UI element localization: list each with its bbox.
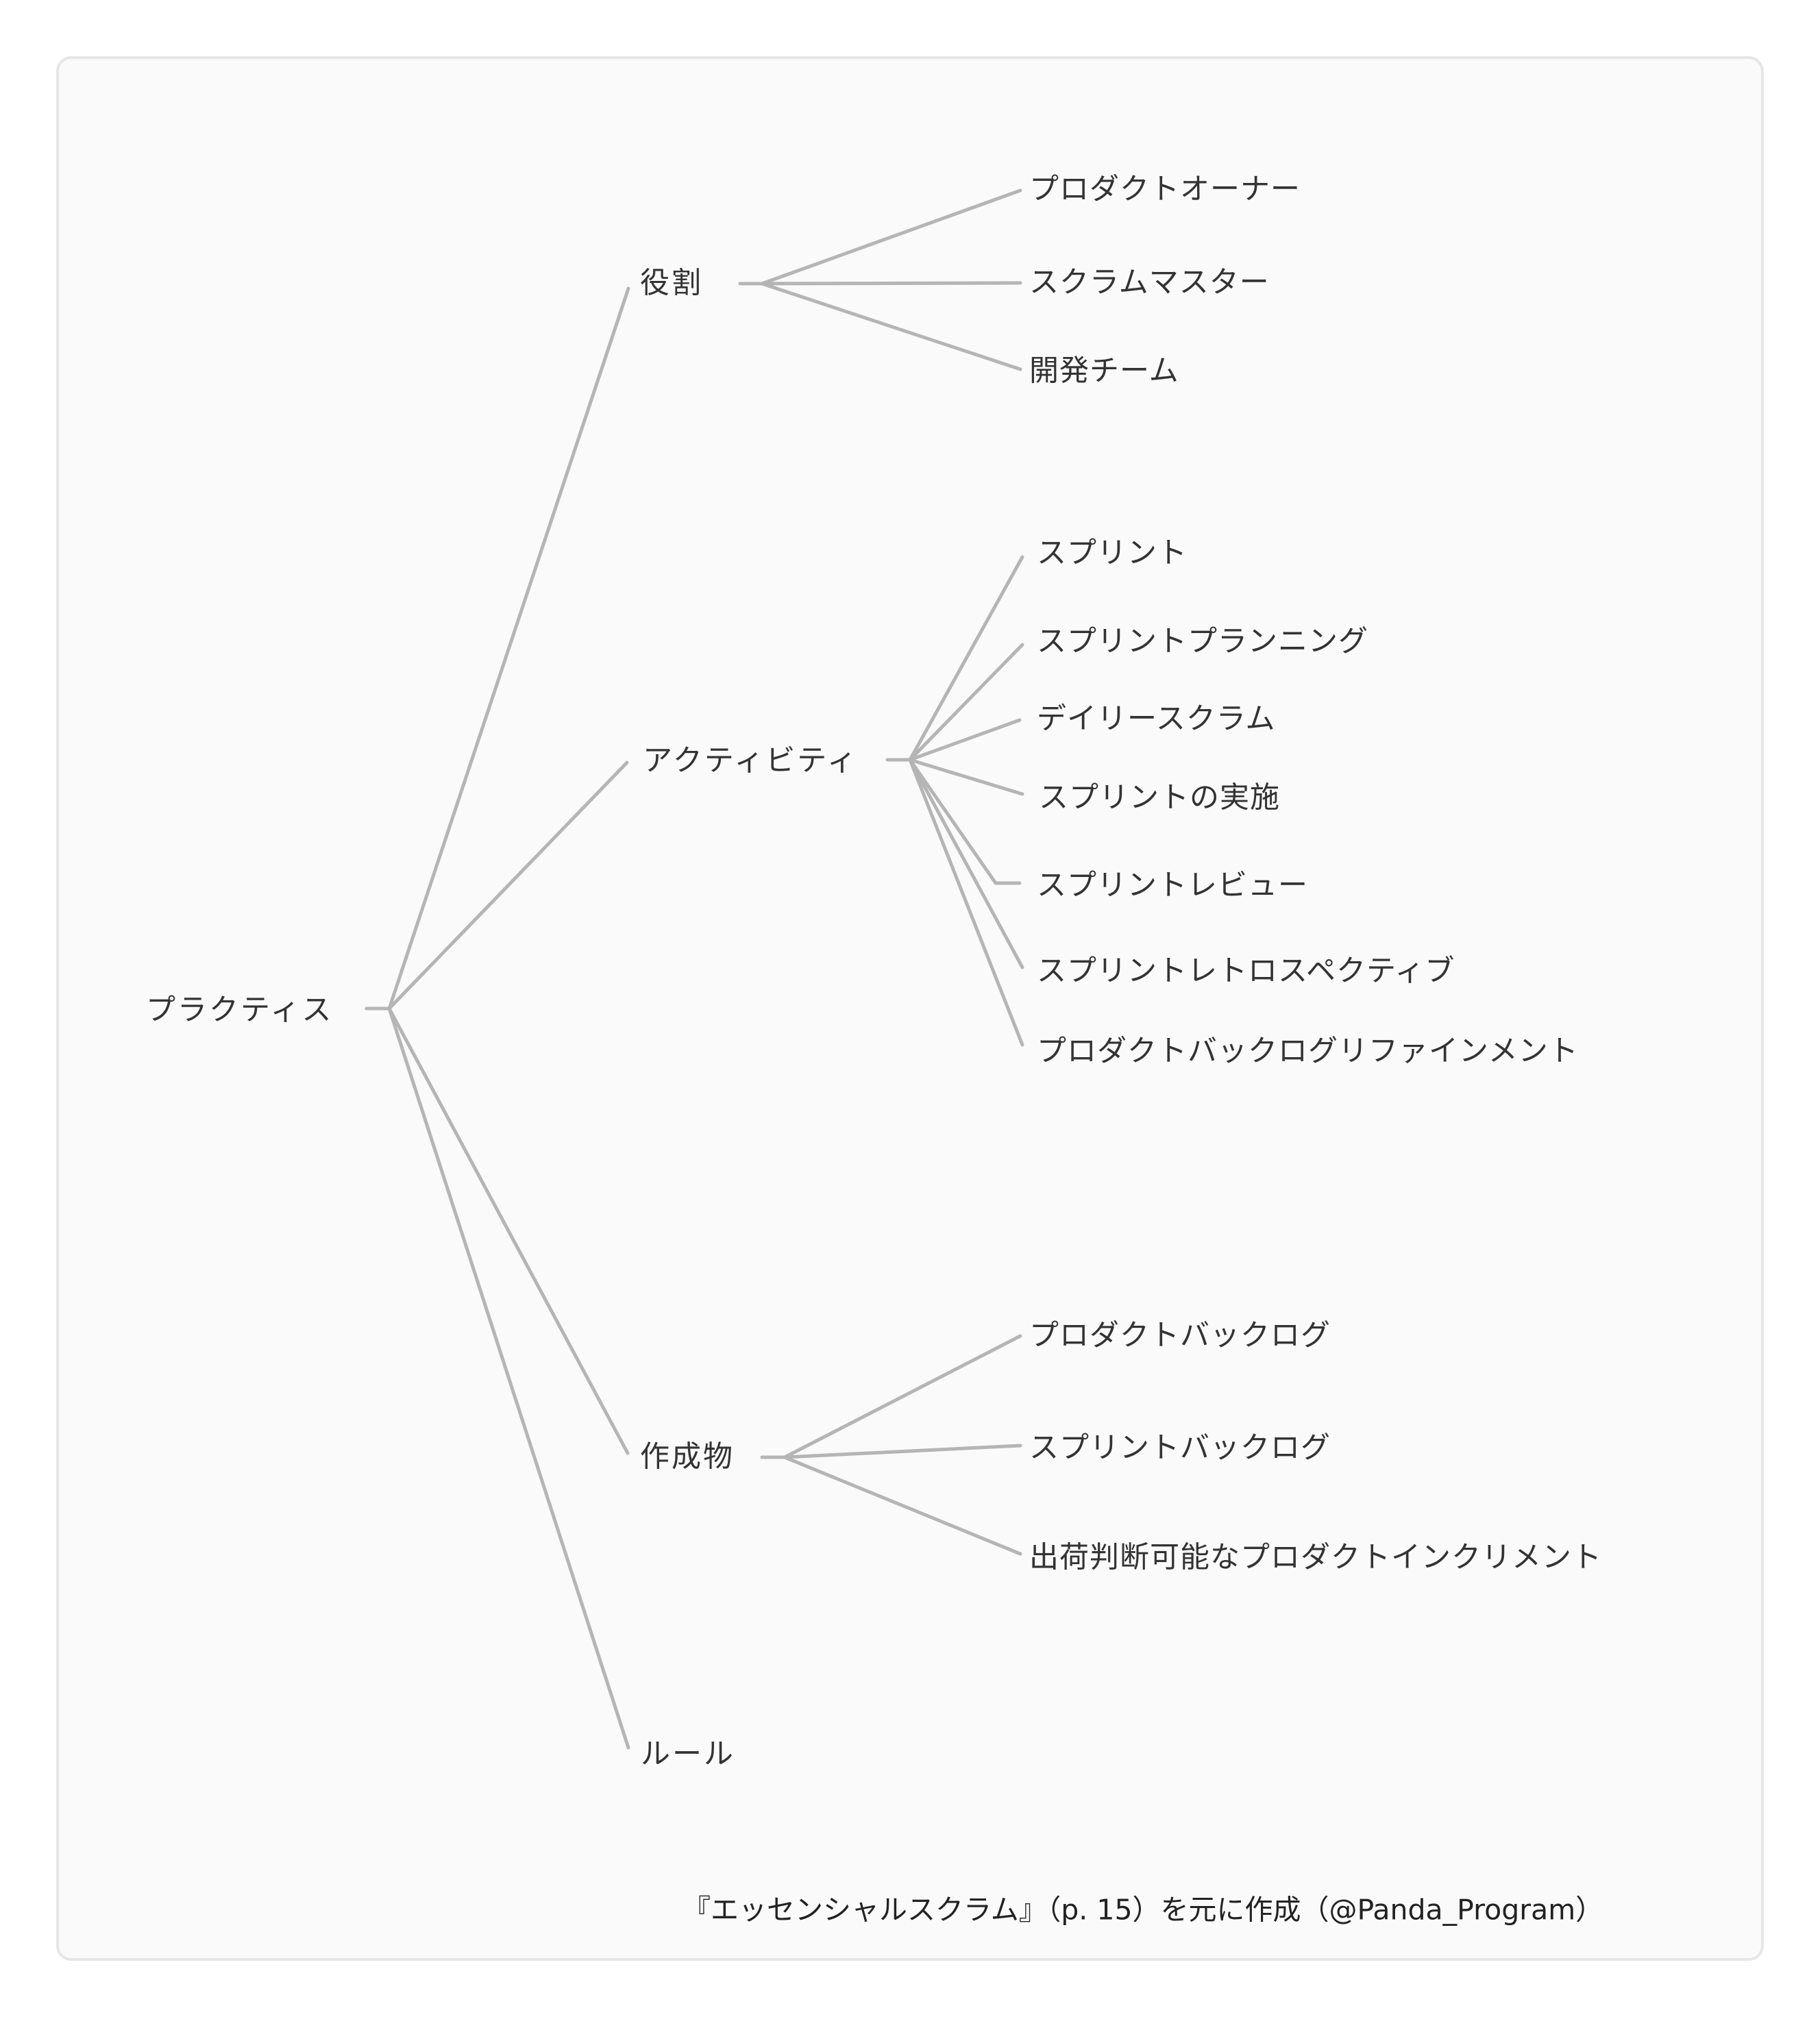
connector-root-roles (387, 286, 630, 1011)
connector-act-planning (908, 643, 1024, 762)
node-dev-team: 開発チーム (1029, 354, 1179, 388)
connector-roles-sm (760, 281, 1022, 286)
connector-root-activities (387, 760, 629, 1011)
node-product-increment: 出荷判断可能なプロダクトインクリメント (1029, 1540, 1602, 1575)
connector-act-execution (908, 758, 1024, 796)
connector-act-review (908, 758, 1022, 885)
node-product-owner: プロダクトオーナー (1029, 172, 1301, 207)
node-backlog-refinement: プロダクトバックログリファインメント (1037, 1034, 1579, 1069)
node-root-practice: プラクティス (146, 993, 334, 1028)
connector-art-sb (783, 1444, 1022, 1459)
connector-art-pb (783, 1334, 1022, 1459)
node-scrum-master: スクラムマスター (1029, 265, 1270, 300)
node-sprint-backlog: スプリントバックログ (1029, 1431, 1331, 1465)
connector-roles-dev (760, 282, 1022, 371)
connector-act-refinement (908, 758, 1024, 1047)
node-artifacts: 作成物 (640, 1439, 735, 1474)
node-activities: アクティビティ (643, 743, 859, 778)
node-sprint-execution: スプリントの実施 (1039, 780, 1280, 815)
connector-roles-po (760, 188, 1022, 286)
node-daily-scrum: デイリースクラム (1037, 702, 1276, 737)
connector-root-rules (387, 1006, 630, 1750)
connector-act-retro (908, 758, 1024, 969)
connector-act-sprint (908, 555, 1024, 762)
node-sprint: スプリント (1037, 536, 1188, 571)
node-rules: ルール (641, 1737, 735, 1772)
node-sprint-review: スプリントレビュー (1037, 868, 1308, 903)
node-sprint-retrospective: スプリントレトロスペクティブ (1037, 954, 1455, 989)
connector-root-artifacts (387, 1006, 630, 1455)
node-product-backlog: プロダクトバックログ (1029, 1318, 1331, 1353)
node-roles: 役割 (640, 266, 703, 301)
node-sprint-planning: スプリントプランニング (1037, 624, 1368, 659)
diagram-frame (56, 56, 1764, 1961)
connector-art-inc (783, 1455, 1022, 1556)
source-caption: 『エッセンシャルスクラム』（p. 15）を元に作成（@Panda_Program… (682, 1893, 1604, 1927)
connector-act-daily (908, 718, 1022, 762)
